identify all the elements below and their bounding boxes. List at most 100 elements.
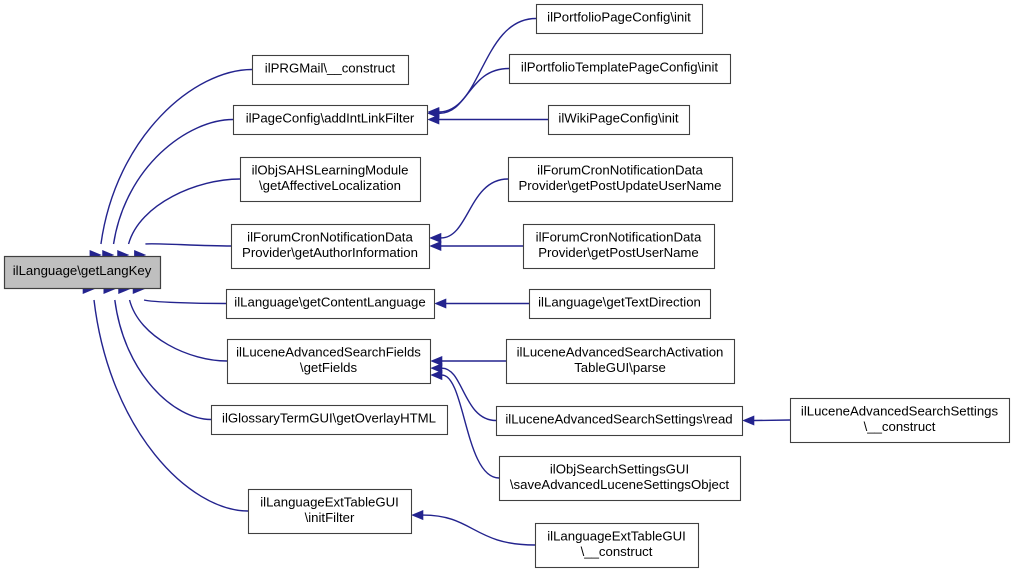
edge-line: [127, 178, 241, 245]
node-layer: ilLanguage\getLangKey ilPRGMail\__constru…: [3, 3, 1011, 569]
graph-edge-n14-to-n5: [434, 298, 529, 309]
graph-node-il-language-ext-table-gui-init-filter[interactable]: ilLanguageExtTableGUI\initFilter: [247, 488, 413, 535]
node-rect: [247, 488, 413, 535]
graph-edge-n6-to-n0: [118, 283, 228, 362]
edge-line: [441, 374, 500, 479]
edge-line: [128, 299, 228, 362]
node-rect: [547, 104, 691, 136]
edge-arrowhead: [427, 114, 440, 125]
graph-edge-n17-to-n6: [430, 369, 500, 479]
graph-node-il-language-get-lang-key[interactable]: ilLanguage\getLangKey: [3, 255, 162, 290]
node-label: ilObjSAHSLearningModule\getAffectiveLoca…: [252, 163, 409, 194]
graph-edge-n1-to-n0: [89, 68, 253, 261]
graph-edge-n16-to-n6: [430, 363, 497, 422]
graph-edge-n13-to-n4: [429, 240, 523, 252]
graph-node-il-glossary-term-gui-get-overlay-html[interactable]: ilGlossaryTermGUI\getOverlayHTML: [210, 404, 449, 436]
graph-edge-n8-to-n0: [82, 283, 249, 512]
edge-arrowhead: [434, 298, 447, 309]
graph-edge-n15-to-n6: [430, 355, 506, 367]
node-label: ilWikiPageConfig\init: [558, 111, 679, 126]
graph-node-il-language-ext-table-gui-construct[interactable]: ilLanguageExtTableGUI\__construct: [534, 522, 700, 569]
edge-line: [112, 118, 234, 245]
edge-arrowhead: [430, 355, 443, 367]
edge-line: [753, 419, 791, 422]
node-rect: [251, 54, 410, 86]
graph-edge-n10-to-n2: [427, 67, 510, 119]
graph-node-il-language-get-content-language[interactable]: ilLanguage\getContentLanguage: [225, 288, 436, 320]
edge-line: [114, 299, 212, 421]
node-rect: [505, 338, 736, 385]
node-label: ilLanguage\getContentLanguage: [234, 295, 425, 310]
graph-edge-n3-to-n0: [117, 178, 241, 261]
graph-node-il-portfolio-template-page-config-init[interactable]: ilPortfolioTemplatePageConfig\init: [508, 53, 732, 85]
node-label: ilPRGMail\__construct: [265, 61, 396, 76]
edge-arrowhead: [429, 232, 442, 244]
edge-line: [100, 68, 253, 245]
node-label: ilPortfolioPageConfig\init: [547, 10, 691, 25]
graph-node-il-page-config-add-int-link-filter[interactable]: ilPageConfig\addIntLinkFilter: [232, 104, 429, 136]
node-rect: [210, 404, 449, 436]
graph-node-il-obj-sahslearning-module-get-affective-localization[interactable]: ilObjSAHSLearningModule\getAffectiveLoca…: [239, 156, 422, 203]
graph-node-il-lucene-advanced-search-settings-read[interactable]: ilLuceneAdvancedSearchSettings\read: [495, 405, 744, 437]
node-label: ilPageConfig\addIntLinkFilter: [246, 111, 415, 126]
node-label: ilLanguage\getLangKey: [13, 263, 152, 278]
edge-layer: [82, 17, 791, 546]
edge-line: [145, 243, 232, 247]
edge-arrowhead: [411, 510, 424, 521]
node-label: ilPortfolioTemplatePageConfig\init: [521, 60, 719, 75]
node-rect: [226, 338, 432, 385]
node-label: ilGlossaryTermGUI\getOverlayHTML: [222, 411, 436, 426]
node-rect: [225, 288, 436, 320]
edge-arrowhead: [427, 108, 440, 119]
node-rect: [239, 156, 422, 203]
graph-node-il-lucene-advanced-search-settings-construct[interactable]: ilLuceneAdvancedSearchSettings\__constru…: [789, 397, 1011, 444]
edge-arrowhead: [430, 369, 443, 381]
node-rect-root: [3, 255, 162, 290]
node-rect: [528, 288, 712, 320]
edge-line: [143, 299, 227, 305]
node-rect: [535, 3, 704, 35]
node-rect: [534, 522, 700, 569]
node-rect: [789, 397, 1011, 444]
node-label: ilLuceneAdvancedSearchFields\getFields: [236, 345, 421, 376]
edge-line: [438, 67, 510, 115]
graph-node-il-language-get-text-direction[interactable]: ilLanguage\getTextDirection: [528, 288, 712, 320]
node-label: ilObjSearchSettingsGUI\saveAdvancedLucen…: [510, 462, 730, 493]
graph-edge-n12-to-n4: [429, 178, 509, 244]
node-rect: [495, 405, 744, 437]
edge-line: [93, 299, 249, 512]
graph-edge-n11-to-n2: [427, 114, 548, 125]
graph-node-il-lucene-advanced-search-fields-get-fields[interactable]: ilLuceneAdvancedSearchFields\getFields: [226, 338, 432, 385]
graph-edge-n19-to-n16: [742, 415, 791, 426]
graph-node-il-obj-search-settings-gui-save-advanced-lucene-settings-object[interactable]: ilObjSearchSettingsGUI\saveAdvancedLucen…: [498, 455, 742, 502]
node-rect: [508, 53, 732, 85]
edge-line: [440, 178, 509, 239]
edge-arrowhead: [429, 240, 442, 252]
node-rect: [522, 223, 716, 270]
edge-line: [438, 17, 537, 113]
graph-node-il-wiki-page-config-init[interactable]: ilWikiPageConfig\init: [547, 104, 691, 136]
graph-edge-n2-to-n0: [102, 118, 234, 261]
edge-arrowhead: [742, 415, 755, 426]
node-label: ilLanguage\getTextDirection: [538, 295, 701, 310]
edge-line: [422, 514, 536, 546]
graph-node-il-portfolio-page-config-init[interactable]: ilPortfolioPageConfig\init: [535, 3, 704, 35]
edge-arrowhead: [430, 363, 443, 374]
edge-line: [441, 367, 497, 422]
node-label: ilLuceneAdvancedSearchSettings\read: [505, 412, 732, 427]
graph-edge-n7-to-n0: [103, 283, 212, 421]
node-rect: [507, 156, 734, 203]
node-rect: [230, 223, 431, 270]
node-label: ilLanguageExtTableGUI\initFilter: [260, 495, 399, 526]
graph-node-il-prgmail-construct[interactable]: ilPRGMail\__construct: [251, 54, 410, 86]
